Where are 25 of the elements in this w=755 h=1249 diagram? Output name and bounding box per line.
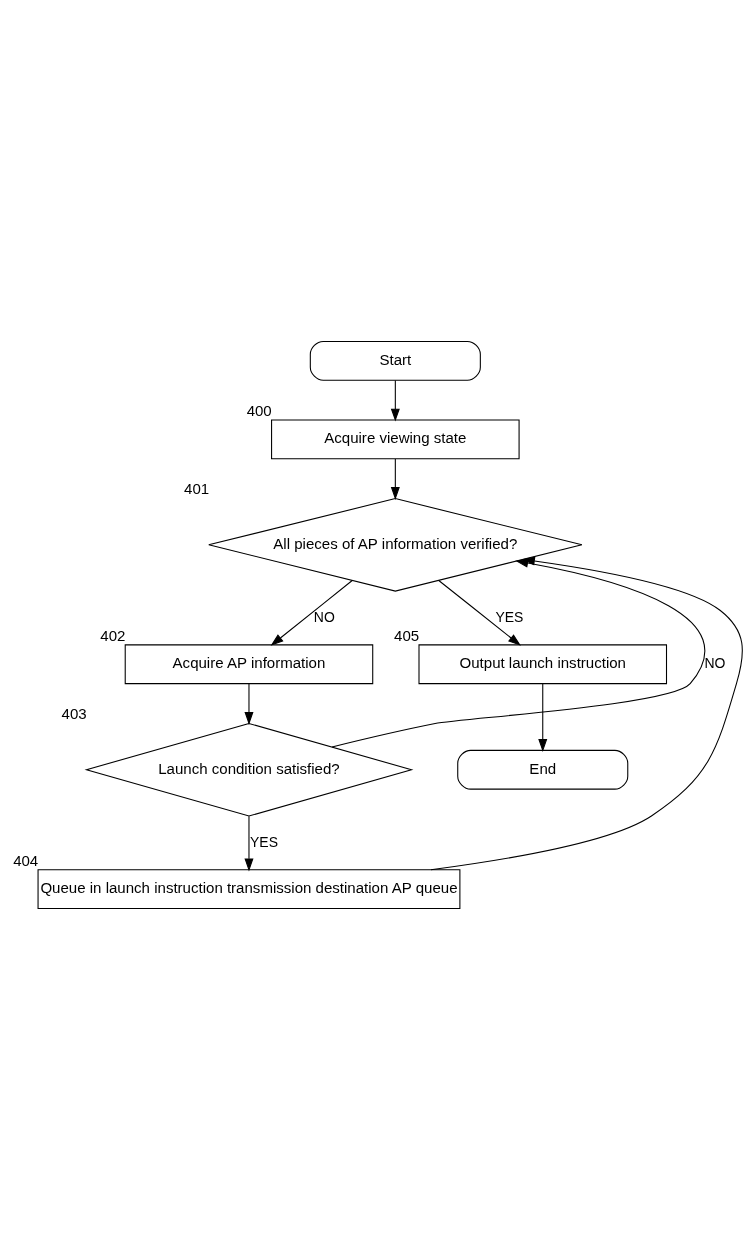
node-box: Acquire viewing state: [270, 418, 520, 459]
arrow: [390, 457, 400, 500]
node-label: 400: [246, 401, 272, 419]
arrow: [537, 682, 547, 752]
node-label: 403: [61, 704, 87, 722]
edge-label: NO: [313, 608, 335, 625]
node-box: Output launch instruction: [417, 643, 667, 684]
node-label: 402: [99, 626, 125, 644]
node-diamond: Launch condition satisfied?: [84, 722, 413, 817]
node-box: Queue in launch instruction transmission destination AP queue: [37, 868, 460, 909]
arrow: [243, 815, 253, 871]
node-label: 405: [393, 626, 419, 644]
edge-label: NO: [703, 654, 725, 671]
arrow: [437, 579, 521, 646]
edge-label: YES: [494, 608, 523, 625]
node-label: 401: [183, 479, 209, 497]
arrow: [243, 682, 253, 725]
node-box: End: [456, 749, 628, 790]
node-box: Acquire AP information: [124, 643, 373, 684]
node-label: 404: [12, 851, 38, 869]
node-diamond: All pieces of AP information verified?: [207, 497, 582, 592]
arrow: [270, 579, 353, 646]
arrow: [390, 379, 400, 422]
edge-label: YES: [249, 833, 278, 850]
node-box: Start: [309, 340, 481, 381]
